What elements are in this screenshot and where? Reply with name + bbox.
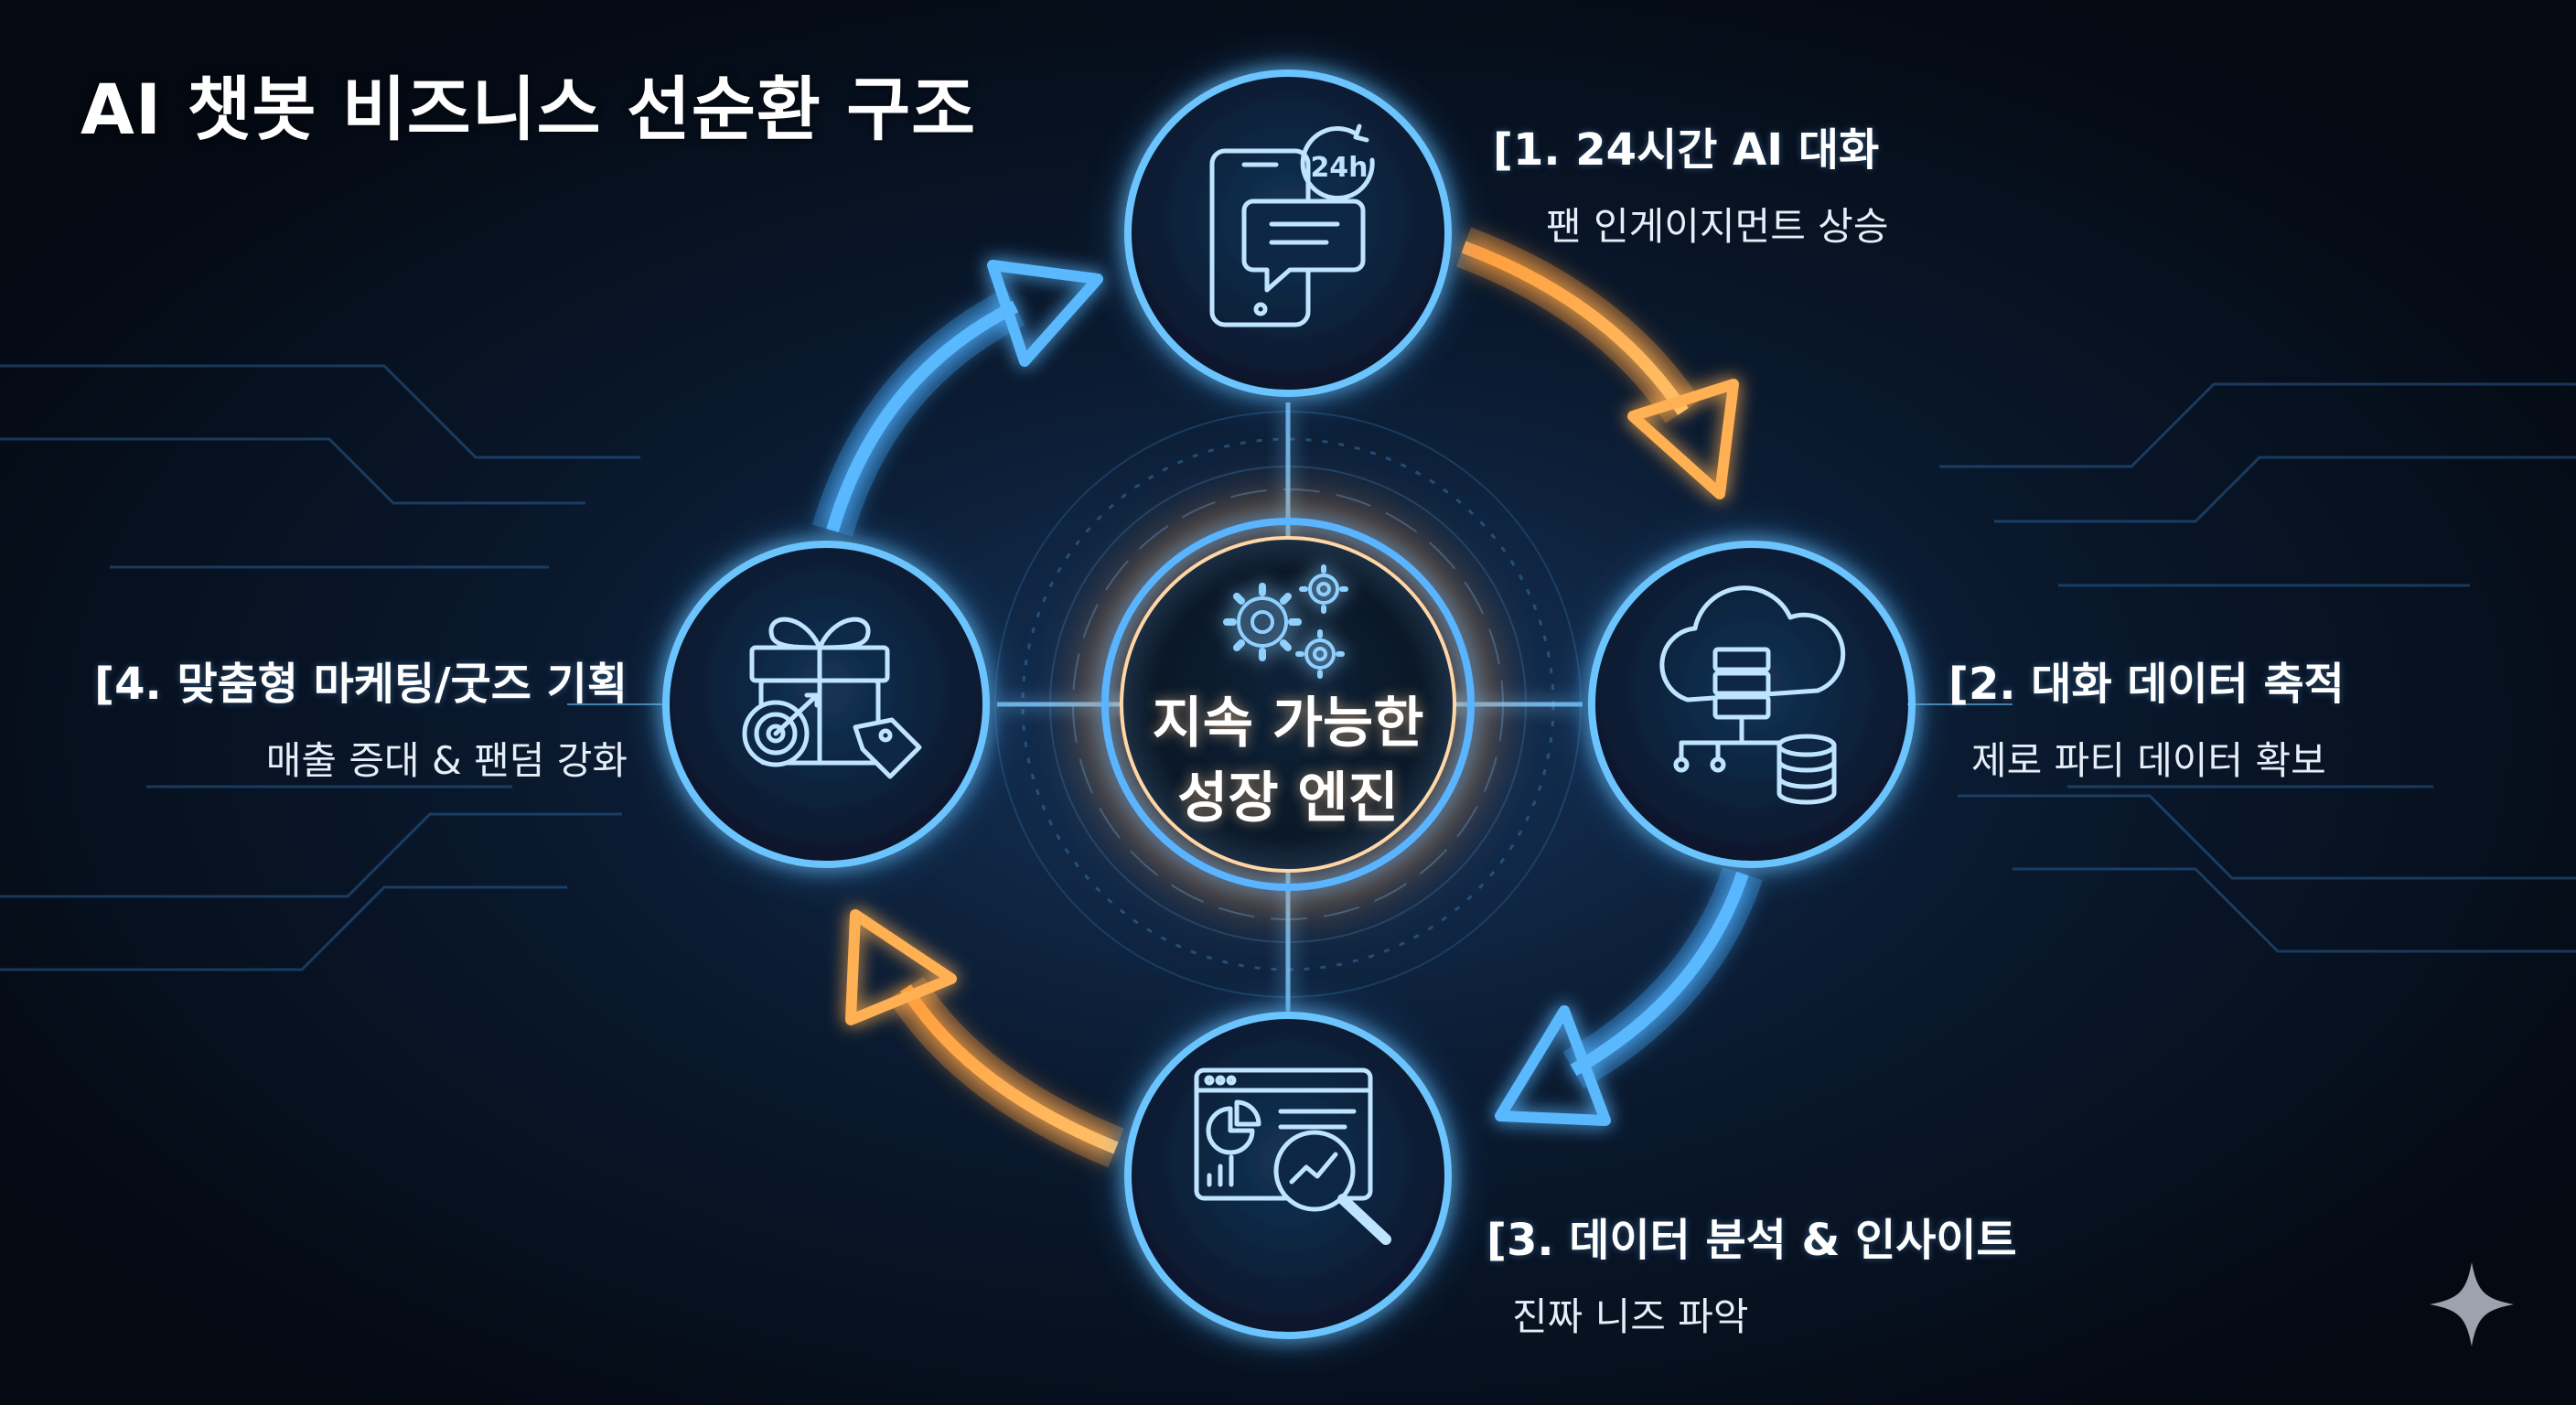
- center-orange-glow: [1090, 507, 1486, 902]
- stage-2-heading: [2. 대화 데이터 축적: [1948, 659, 2345, 710]
- arrow-stage3-to-stage4: [845, 909, 1124, 1168]
- arrow-stage4-to-stage1: [811, 260, 1103, 537]
- stage-3-heading: [3. 데이터 분석 & 인사이트: [1487, 1215, 2017, 1266]
- stage-4-label: [4. 맞춤형 마케팅/굿즈 기획 매출 증대 & 팬덤 강화: [94, 648, 628, 786]
- circuit-lines-right: [1939, 382, 2576, 953]
- arrow-stage1-to-stage2: [1455, 227, 1739, 499]
- stage-2-description: 제로 파티 데이터 확보: [1971, 738, 2326, 783]
- center-core: [1120, 536, 1456, 873]
- sparkle-icon: [2430, 1262, 2514, 1346]
- center-label-line1: 지속 가능한: [1152, 692, 1424, 756]
- stage-1-heading: [1. 24시간 AI 대화: [1493, 124, 1880, 176]
- stage-4-node: [660, 538, 993, 871]
- stage-1-description: 팬 인게이지먼트 상승: [1546, 204, 1889, 249]
- stage-3-label: [3. 데이터 분석 & 인사이트 진짜 니즈 파악: [1487, 1204, 2017, 1342]
- circuit-lines-left: [0, 364, 640, 971]
- gears-icon: [1223, 564, 1348, 679]
- analytics-dashboard-magnifier-icon: [1194, 1067, 1391, 1245]
- center-label-line2: 성장 엔진: [1177, 767, 1399, 831]
- svg-text:24h: 24h: [1310, 152, 1368, 184]
- cloud-database-icon: [1659, 585, 1846, 805]
- stage-3-description: 진짜 니즈 파악: [1512, 1294, 1749, 1339]
- stage-1-label: [1. 24시간 AI 대화 팬 인게이지먼트 상승: [1493, 113, 1888, 252]
- center-blue-ring: [1101, 518, 1475, 891]
- center-label: 지속 가능한 성장 엔진: [1105, 686, 1471, 836]
- arrow-stage2-to-stage3: [1495, 866, 1763, 1126]
- stage-4-heading: [4. 맞춤형 마케팅/굿즈 기획: [94, 659, 628, 710]
- stage-3-node: [1122, 1009, 1454, 1342]
- smartphone-chat-24h-icon: 24h: [1209, 123, 1375, 327]
- stage-2-node: [1585, 538, 1918, 871]
- page-title: AI 챗봇 비즈니스 선순환 구조: [80, 69, 977, 150]
- stage-4-description: 매출 증대 & 팬덤 강화: [265, 738, 628, 783]
- stage-1-node: 24h: [1122, 67, 1454, 400]
- gift-target-tag-icon: [742, 617, 922, 779]
- stage-2-label: [2. 대화 데이터 축적 제로 파티 데이터 확보: [1948, 648, 2345, 786]
